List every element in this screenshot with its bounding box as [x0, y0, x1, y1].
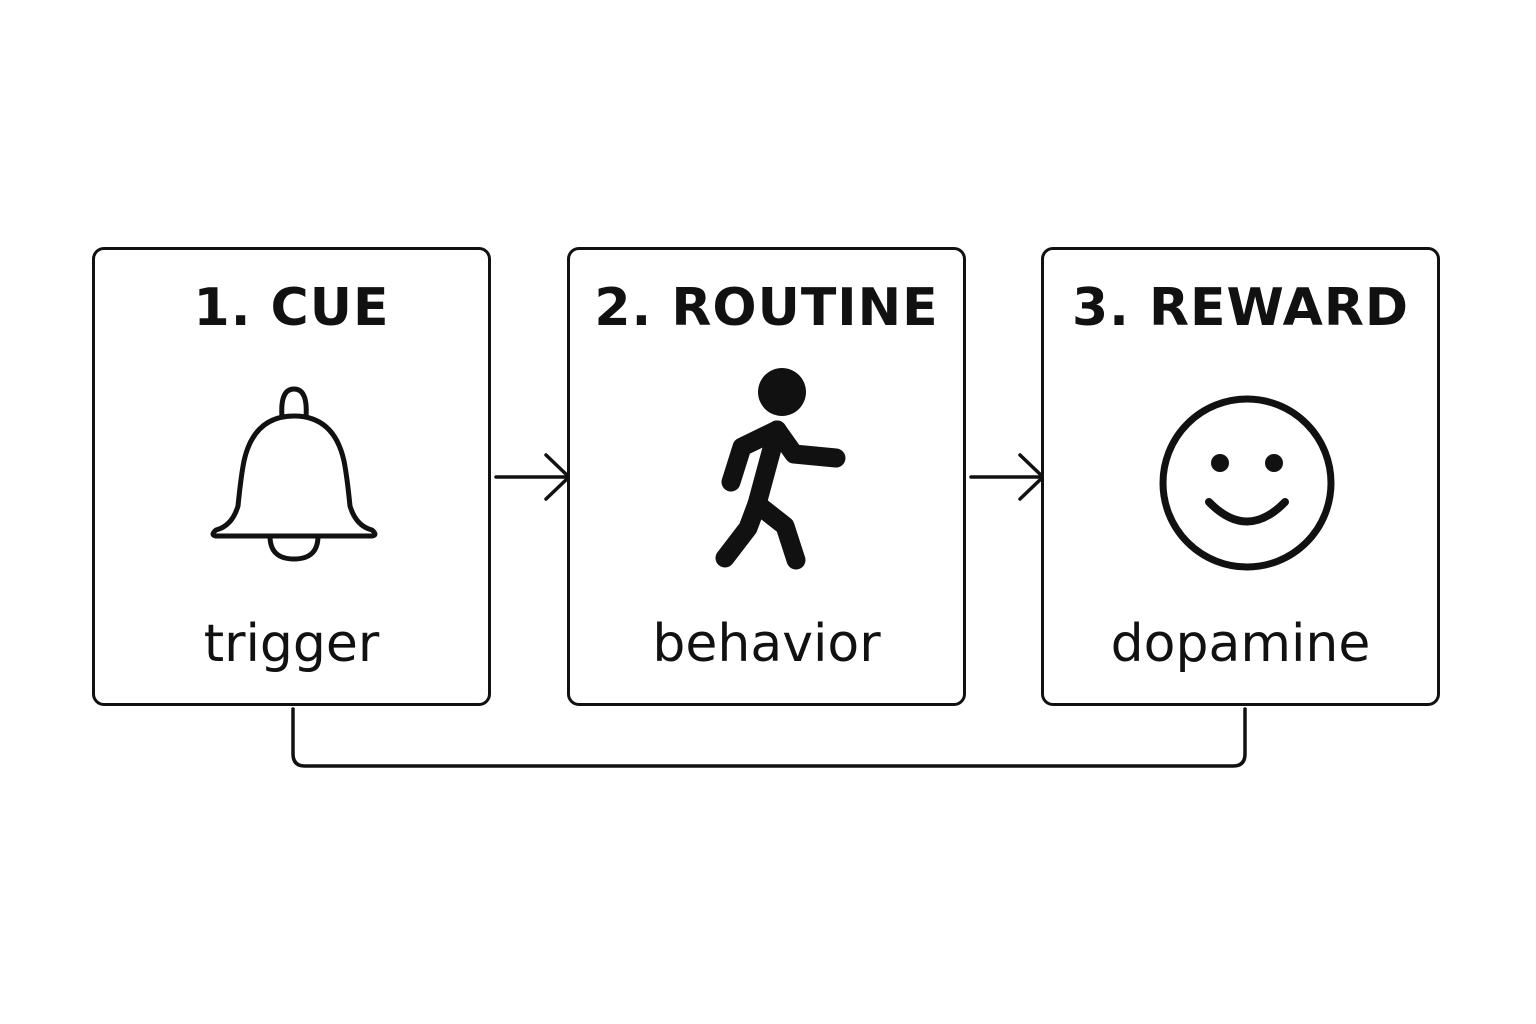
stage-label-routine: behavior [652, 614, 881, 674]
bell-icon [194, 366, 394, 596]
arrow-routine-to-reward [969, 453, 1045, 501]
feedback-loop-line [291, 707, 1247, 768]
stage-card-routine: 2. ROUTINE behavior [567, 247, 966, 706]
stage-title-routine: 2. ROUTINE [594, 278, 939, 338]
arrow-cue-to-routine [494, 453, 571, 501]
stage-card-reward: 3. REWARD dopamine [1041, 247, 1440, 706]
stage-card-cue: 1. CUE trigger [92, 247, 491, 706]
stage-title-reward: 3. REWARD [1071, 278, 1410, 338]
stage-label-reward: dopamine [1110, 614, 1371, 674]
stage-title-cue: 1. CUE [193, 278, 390, 338]
smiley-face-icon [1143, 366, 1343, 596]
stage-label-cue: trigger [203, 614, 380, 674]
walking-person-icon [669, 366, 869, 596]
